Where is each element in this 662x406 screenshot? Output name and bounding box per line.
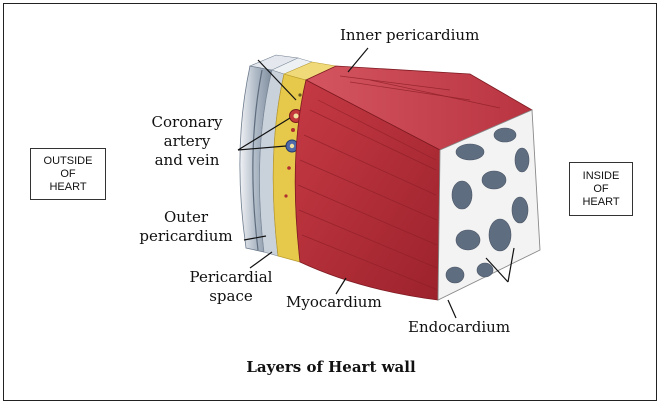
outside-box-line-1: OUTSIDE: [43, 154, 93, 167]
leader-top-layer: [257, 59, 297, 101]
outer-pericardium-label: Outer pericardium: [128, 208, 244, 246]
coronary-label-line-2: artery: [163, 132, 211, 150]
leader-coronary-vein: [237, 145, 287, 151]
leader-endocardium: [447, 299, 457, 319]
myocardium-block: [294, 65, 533, 301]
outer-pericardium-line-2: pericardium: [139, 227, 233, 245]
pericardial-space-line-1: Pericardial: [189, 268, 273, 286]
inner-pericardium-label: Inner pericardium: [340, 26, 480, 44]
coronary-artery-vein-label: Coronary artery and vein: [140, 113, 234, 170]
pericardial-space-label: Pericardial space: [186, 268, 276, 306]
endocardium-label: Endocardium: [408, 318, 511, 336]
leader-inner-pericardium: [347, 47, 369, 73]
endocardium-face: [437, 109, 541, 301]
coronary-label-line-1: Coronary: [151, 113, 223, 131]
leader-myocardium: [335, 277, 347, 295]
inside-box-line-3: HEART: [582, 195, 620, 208]
outside-of-heart-box: OUTSIDE OF HEART: [30, 148, 106, 200]
outside-box-line-3: HEART: [49, 180, 87, 193]
outside-box-line-2: OF: [60, 167, 76, 180]
outer-pericardium-line-1: Outer: [163, 208, 209, 226]
coronary-label-line-3: and vein: [154, 151, 220, 169]
leader-endocardium-b: [507, 247, 515, 283]
figure-title: Layers of Heart wall: [246, 358, 416, 376]
pericardial-space-line-2: space: [209, 287, 253, 305]
inside-of-heart-box: INSIDE OF HEART: [569, 162, 633, 216]
leader-lines: [237, 47, 515, 319]
inside-box-line-2: OF: [593, 182, 609, 195]
inside-box-line-1: INSIDE: [582, 169, 620, 182]
leader-pericardial-space: [249, 251, 273, 269]
myocardium-label: Myocardium: [286, 293, 382, 311]
leader-endocardium-a: [485, 257, 509, 283]
leader-outer-pericardium: [243, 235, 267, 241]
leader-coronary-artery: [237, 117, 291, 151]
